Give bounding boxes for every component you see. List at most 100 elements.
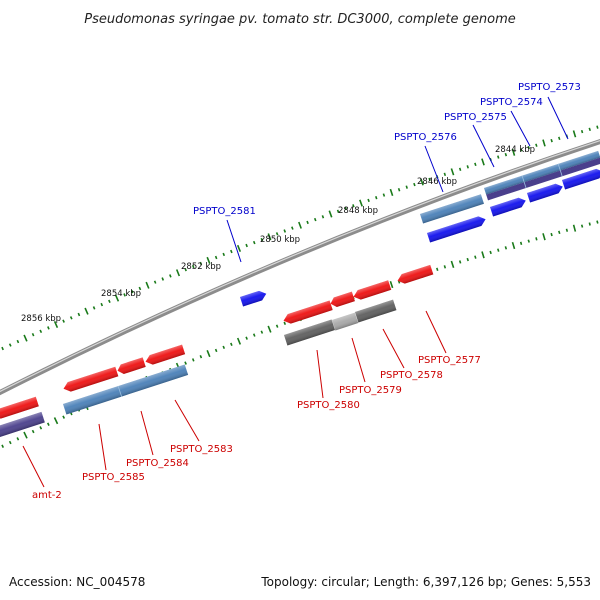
- scale-minor-tick: [130, 290, 134, 294]
- gene-label[interactable]: PSPTO_2585: [82, 472, 145, 483]
- label-leader-lines: [22, 96, 569, 488]
- reverse-strand-genes: [0, 264, 434, 439]
- gene-feature[interactable]: [427, 214, 487, 243]
- scale-major-tick: [267, 325, 272, 333]
- scale-minor-tick: [169, 274, 172, 278]
- scale-minor-tick: [489, 250, 492, 255]
- scale-minor-tick: [1, 444, 5, 448]
- scale-minor-tick: [199, 355, 203, 359]
- scale-major-tick: [53, 417, 59, 425]
- gene-feature[interactable]: [62, 364, 189, 415]
- scale-major-tick: [542, 139, 546, 147]
- scale-major-tick: [481, 251, 485, 259]
- scale-minor-tick: [62, 415, 66, 419]
- scale-minor-tick: [47, 326, 50, 330]
- scale-minor-tick: [199, 261, 203, 266]
- gene-label[interactable]: amt-2: [32, 490, 62, 501]
- gene-feature[interactable]: [282, 300, 333, 326]
- scale-minor-tick: [588, 127, 591, 132]
- scale-minor-tick: [497, 155, 500, 159]
- scale-minor-tick: [153, 280, 157, 284]
- gene-feature[interactable]: [144, 344, 186, 367]
- scale-minor-tick: [497, 248, 500, 252]
- scale-minor-tick: [535, 237, 538, 241]
- scale-minor-tick: [92, 306, 96, 310]
- scale-minor-tick: [565, 228, 569, 232]
- scale-major-tick: [114, 294, 120, 302]
- gene-label[interactable]: PSPTO_2579: [339, 385, 402, 396]
- scale-label: 2846 kbp: [417, 177, 457, 187]
- gene-label[interactable]: PSPTO_2575: [444, 112, 507, 123]
- scale-major-tick: [359, 199, 363, 207]
- scale-minor-tick: [458, 167, 462, 171]
- scale-minor-tick: [527, 239, 530, 243]
- scale-major-tick: [206, 256, 211, 264]
- gene-label[interactable]: PSPTO_2581: [193, 206, 256, 217]
- gene-label[interactable]: PSPTO_2580: [297, 400, 360, 411]
- scale-major-tick: [298, 221, 302, 229]
- gene-feature[interactable]: [527, 182, 564, 203]
- gene-feature[interactable]: [332, 312, 359, 331]
- scale-minor-tick: [466, 165, 469, 169]
- gene-feature[interactable]: [116, 357, 146, 375]
- scale-minor-tick: [39, 329, 43, 334]
- scale-minor-tick: [558, 230, 561, 235]
- scale-minor-tick: [184, 361, 187, 365]
- scale-minor-tick: [535, 143, 538, 147]
- scale-minor-tick: [474, 255, 477, 259]
- scale-minor-tick: [405, 185, 408, 189]
- gene-label[interactable]: PSPTO_2574: [480, 97, 543, 108]
- gene-feature[interactable]: [0, 411, 45, 439]
- scale-minor-tick: [550, 232, 553, 237]
- scale-minor-tick: [69, 316, 73, 320]
- scale-major-tick: [450, 168, 455, 176]
- scale-major-tick: [175, 269, 181, 277]
- gene-feature[interactable]: [352, 280, 392, 301]
- gene-feature[interactable]: [484, 150, 600, 201]
- scale-major-tick: [572, 224, 577, 232]
- gene-feature[interactable]: [396, 264, 434, 286]
- scale-minor-tick: [31, 332, 35, 337]
- scale-label: 2856 kbp: [21, 314, 61, 324]
- scale-minor-tick: [275, 324, 279, 328]
- gene-feature[interactable]: [0, 396, 39, 421]
- scale-minor-tick: [77, 312, 81, 317]
- gene-feature[interactable]: [355, 299, 397, 323]
- scale-minor-tick: [138, 286, 142, 291]
- scale-minor-tick: [260, 330, 264, 334]
- gene-feature[interactable]: [562, 167, 600, 190]
- scale-minor-tick: [230, 342, 233, 346]
- gene-label[interactable]: PSPTO_2578: [380, 370, 443, 381]
- gene-feature[interactable]: [284, 319, 335, 346]
- scale-minor-tick: [252, 240, 256, 245]
- scale-major-tick: [236, 337, 242, 345]
- scale-label: 2854 kbp: [101, 289, 141, 299]
- gene-feature[interactable]: [490, 196, 527, 217]
- gene-label[interactable]: PSPTO_2577: [418, 355, 481, 366]
- scale-minor-tick: [466, 257, 469, 262]
- scale-major-tick: [206, 350, 211, 358]
- scale-minor-tick: [184, 268, 187, 272]
- scale-minor-tick: [214, 348, 218, 353]
- gene-feature[interactable]: [329, 291, 355, 309]
- scale-minor-tick: [596, 220, 599, 224]
- gene-feature[interactable]: [420, 194, 484, 224]
- gene-label[interactable]: PSPTO_2583: [170, 444, 233, 455]
- scale-major-tick: [236, 244, 242, 252]
- scale-minor-tick: [62, 319, 65, 323]
- scale-minor-tick: [245, 243, 248, 248]
- gene-label[interactable]: PSPTO_2576: [394, 132, 457, 143]
- scale-minor-tick: [31, 429, 35, 434]
- scale-minor-tick: [519, 241, 523, 246]
- reverse-gene-labels: PSPTO_2577 PSPTO_2578 PSPTO_2579 PSPTO_2…: [32, 355, 481, 501]
- scale-minor-tick: [397, 188, 401, 192]
- gene-feature[interactable]: [62, 366, 119, 394]
- scale-major-tick: [389, 188, 394, 196]
- gene-label[interactable]: PSPTO_2584: [126, 458, 189, 469]
- scale-minor-tick: [519, 148, 523, 152]
- gene-feature[interactable]: [240, 289, 268, 307]
- forward-gene-labels: PSPTO_2573 PSPTO_2574 PSPTO_2575 PSPTO_2…: [193, 82, 581, 217]
- scale-minor-tick: [504, 152, 508, 157]
- gene-label[interactable]: PSPTO_2573: [518, 82, 581, 93]
